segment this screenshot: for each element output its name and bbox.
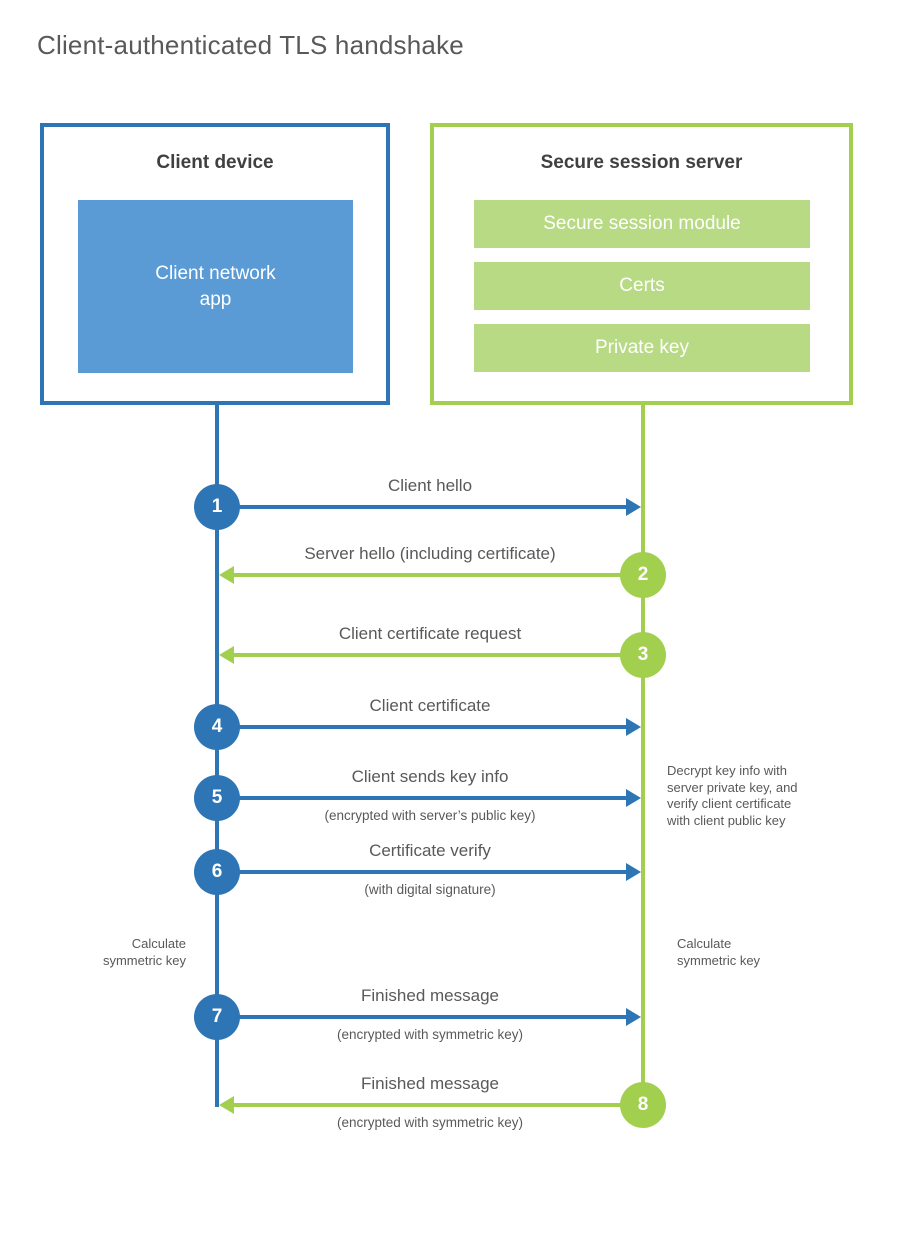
message-arrow-head (219, 566, 234, 584)
message-label: Server hello (including certificate) (304, 544, 556, 563)
message-label: Client hello (387, 476, 473, 495)
message-arrow-head (626, 718, 641, 736)
client-device-box: Client device Client network app (40, 123, 390, 405)
message-arrow-line (237, 505, 626, 509)
server-module: Secure session module (474, 200, 810, 248)
server-module: Private key (474, 324, 810, 372)
message-sublabel: (encrypted with server’s public key) (324, 808, 536, 823)
message-sublabel: (encrypted with symmetric key) (336, 1115, 524, 1130)
message-label: Client certificate (369, 696, 491, 715)
message-arrow-head (626, 498, 641, 516)
message-arrow-line (237, 796, 626, 800)
secure-session-server-box: Secure session server Secure session mod… (430, 123, 853, 405)
calculate-symmetric-key-note-client: Calculate symmetric key (102, 936, 186, 968)
step-number-badge: 6 (194, 849, 240, 895)
message-sublabel: (encrypted with symmetric key) (336, 1027, 524, 1042)
step-number-badge: 4 (194, 704, 240, 750)
step-number-badge: 3 (620, 632, 666, 678)
step-number-badge: 5 (194, 775, 240, 821)
message-arrow-line (234, 1103, 623, 1107)
secure-session-server-title: Secure session server (540, 152, 743, 173)
client-lifeline (215, 405, 219, 1107)
message-arrow-head (626, 1008, 641, 1026)
message-arrow-line (237, 1015, 626, 1019)
step-number-badge: 2 (620, 552, 666, 598)
step-number-badge: 1 (194, 484, 240, 530)
message-label: Certificate verify (369, 841, 491, 860)
message-arrow-line (237, 870, 626, 874)
message-arrow-head (219, 646, 234, 664)
step-number-badge: 7 (194, 994, 240, 1040)
server-module: Certs (474, 262, 810, 310)
server-lifeline (641, 405, 645, 1107)
message-arrow-line (234, 653, 623, 657)
message-label: Client certificate request (338, 624, 522, 643)
message-arrow-head (626, 789, 641, 807)
message-label: Client sends key info (351, 767, 509, 786)
message-sublabel: (with digital signature) (364, 882, 496, 897)
calculate-symmetric-key-note-server: Calculate symmetric key (677, 936, 761, 968)
message-label: Finished message (361, 1074, 499, 1093)
client-device-title: Client device (156, 152, 274, 173)
step-number-badge: 8 (620, 1082, 666, 1128)
message-arrow-head (219, 1096, 234, 1114)
decrypt-note: Decrypt key info with server private key… (667, 763, 798, 828)
message-label: Finished message (361, 986, 499, 1005)
message-arrow-line (237, 725, 626, 729)
client-network-app-box: Client network app (78, 200, 353, 373)
message-arrow-head (626, 863, 641, 881)
message-arrow-line (234, 573, 623, 577)
page-title: Client-authenticated TLS handshake (37, 30, 464, 60)
